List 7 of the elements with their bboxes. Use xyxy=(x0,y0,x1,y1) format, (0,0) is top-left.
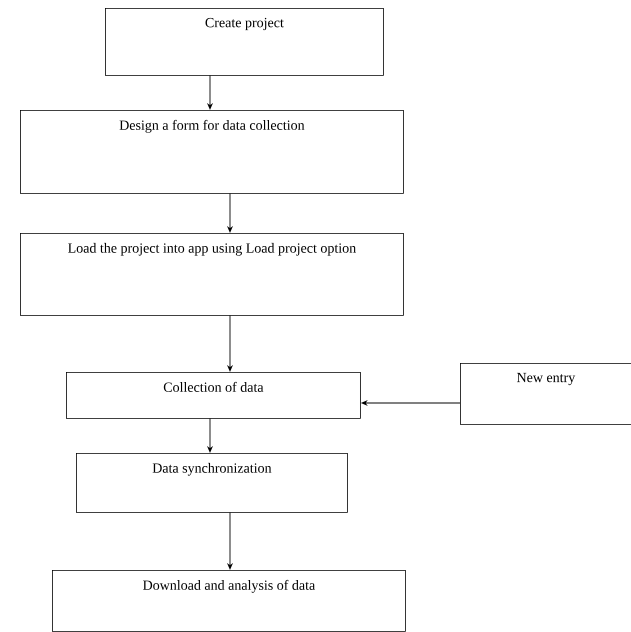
process-box: Create project xyxy=(105,8,384,76)
process-box: Load the project into app using Load project option xyxy=(20,233,404,316)
process-box: Download and analysis of data xyxy=(52,570,406,632)
process-box: Design a form for data collection xyxy=(20,110,404,194)
process-box: New entry xyxy=(460,363,631,425)
process-box: Collection of data xyxy=(66,372,361,419)
process-box: Data synchronization xyxy=(76,453,348,513)
